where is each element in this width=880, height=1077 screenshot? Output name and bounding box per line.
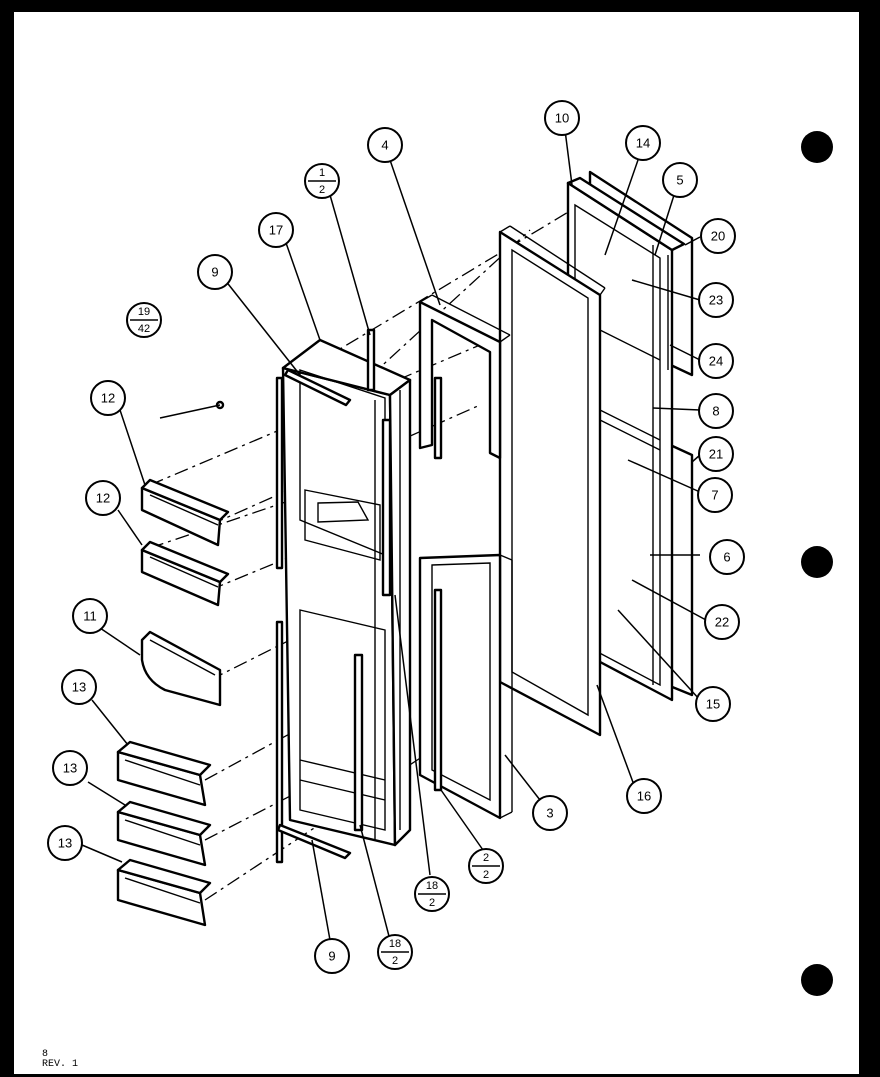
callout-4-label: 4 (381, 138, 388, 153)
callout-7-label: 7 (711, 488, 718, 503)
callout-15: 15 (695, 686, 731, 722)
callout-21: 21 (698, 436, 734, 472)
callout-3: 3 (532, 795, 568, 831)
callout-19-42-bottom: 42 (138, 323, 150, 335)
part-12-shelf-upper (140, 478, 230, 547)
callout-12-upper: 12 (90, 380, 126, 416)
callout-17: 17 (258, 212, 294, 248)
callout-9-lower: 9 (314, 938, 350, 974)
callout-1-2-bottom: 2 (319, 184, 325, 196)
callout-8-label: 8 (712, 404, 719, 419)
callout-13-middle-label: 13 (63, 761, 77, 776)
page-footer: 8 REV. 1 (42, 1050, 78, 1070)
part-12-shelf-lower (140, 540, 230, 607)
callout-10: 10 (544, 100, 580, 136)
callout-11-label: 11 (83, 609, 97, 624)
part-9-top-strip (283, 368, 352, 407)
part-18-trim-upper (381, 418, 392, 597)
callout-2-2-top: 2 (483, 852, 489, 864)
callout-24-label: 24 (709, 354, 723, 369)
callout-8: 8 (698, 393, 734, 429)
callout-20-label: 20 (711, 229, 725, 244)
callout-18-2-lower-bottom: 2 (392, 955, 398, 967)
callout-23: 23 (698, 282, 734, 318)
part-left-trim-lower (275, 620, 284, 864)
part-2-strip-upper (433, 376, 443, 460)
callout-5: 5 (662, 162, 698, 198)
part-16-door-gasket (498, 225, 606, 737)
callout-18-2-upper-top: 18 (426, 880, 438, 892)
callout-2-2-bottom: 2 (483, 869, 489, 881)
callout-20: 20 (700, 218, 736, 254)
callout-23-label: 23 (709, 293, 723, 308)
part-left-trim-upper (275, 376, 284, 570)
callout-15-label: 15 (706, 697, 720, 712)
callout-17-label: 17 (269, 223, 283, 238)
callout-14: 14 (625, 125, 661, 161)
part-4-upper-breaker-frame (418, 294, 511, 460)
callout-9-lower-label: 9 (328, 949, 335, 964)
part-9-bottom-strip (276, 823, 352, 860)
revision-label: REV. 1 (42, 1059, 79, 1070)
callout-22: 22 (704, 604, 740, 640)
callout-2-2: 2 2 (468, 848, 504, 884)
callout-5-label: 5 (676, 173, 683, 188)
callout-19-42-top: 19 (138, 306, 150, 318)
punch-hole-middle (801, 546, 833, 578)
callout-7: 7 (697, 477, 733, 513)
callout-9-upper-label: 9 (211, 265, 218, 280)
page-number: 8 (42, 1049, 49, 1060)
callout-13-upper: 13 (61, 669, 97, 705)
callout-13-lower: 13 (47, 825, 83, 861)
callout-13-middle: 13 (52, 750, 88, 786)
part-13-bin-upper (116, 740, 212, 807)
callout-3-label: 3 (546, 806, 553, 821)
callout-11: 11 (72, 598, 108, 634)
part-11-bin (140, 630, 222, 707)
part-2-strip-lower (433, 588, 443, 792)
part-18-trim-lower (353, 653, 364, 832)
callout-21-label: 21 (709, 447, 723, 462)
part-13-bin-lower (116, 858, 212, 927)
leader-lines (81, 129, 707, 941)
callout-18-2-lower-top: 18 (389, 938, 401, 950)
callout-16: 16 (626, 778, 662, 814)
callout-10-label: 10 (555, 111, 569, 126)
callout-14-label: 14 (636, 136, 650, 151)
callout-13-upper-label: 13 (72, 680, 86, 695)
callout-6-label: 6 (723, 550, 730, 565)
callout-12-upper-label: 12 (101, 391, 115, 406)
punch-hole-bottom (801, 964, 833, 996)
callout-12-lower-label: 12 (96, 491, 110, 506)
callout-18-2-upper: 18 2 (414, 876, 450, 912)
part-1-upper-trim (366, 328, 376, 392)
callout-18-2-upper-bottom: 2 (429, 897, 435, 909)
part-17-door-liner (281, 338, 412, 847)
punch-hole-top (801, 131, 833, 163)
callout-16-label: 16 (637, 789, 651, 804)
callout-1-2-top: 1 (319, 167, 325, 179)
callout-24: 24 (698, 343, 734, 379)
callout-18-2-lower: 18 2 (377, 934, 413, 970)
callout-4: 4 (367, 127, 403, 163)
callout-13-lower-label: 13 (58, 836, 72, 851)
callout-12-lower: 12 (85, 480, 121, 516)
callout-1-2: 1 2 (304, 163, 340, 199)
part-13-bin-middle (116, 800, 212, 867)
callout-6: 6 (709, 539, 745, 575)
callout-9-upper: 9 (197, 254, 233, 290)
callout-19-42: 19 42 (126, 302, 162, 338)
callout-22-label: 22 (715, 615, 729, 630)
